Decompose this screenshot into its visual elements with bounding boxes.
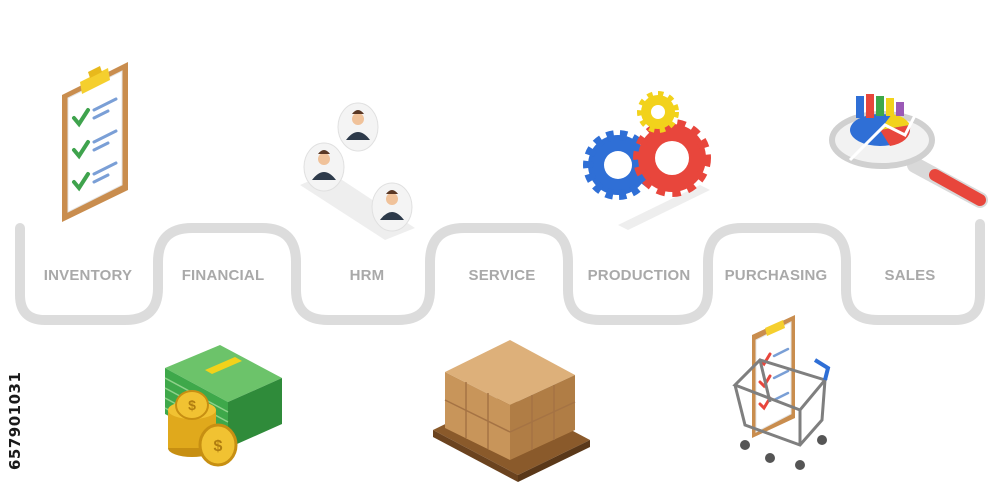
svg-text:$: $ (214, 438, 223, 455)
step-label-purchasing: PURCHASING (725, 267, 828, 284)
step-label-inventory: INVENTORY (44, 267, 132, 284)
step-label-hrm: HRM (350, 267, 385, 284)
step-label-financial: FINANCIAL (182, 267, 265, 284)
chart-magnifier-icon (829, 76, 988, 208)
process-path (15, 219, 985, 325)
stock-id-text: 657901031 (6, 371, 24, 470)
people-avatars-icon (300, 102, 415, 240)
gears-icon (583, 91, 711, 230)
avatar (337, 102, 379, 152)
shopping-cart-checklist-icon (732, 315, 831, 470)
gear-red (633, 119, 711, 197)
svg-text:$: $ (188, 397, 196, 413)
gear-yellow (637, 91, 679, 133)
step-label-sales: SALES (884, 267, 935, 284)
avatar (371, 182, 413, 232)
clipboard-checklist-icon (62, 62, 128, 222)
boxes-pallet-icon (433, 340, 590, 482)
money-stack-coins-icon: $ $ (164, 345, 282, 467)
avatar (303, 142, 345, 192)
step-label-service: SERVICE (469, 267, 536, 284)
step-label-production: PRODUCTION (588, 267, 691, 284)
coin-stack: $ $ (168, 390, 238, 467)
